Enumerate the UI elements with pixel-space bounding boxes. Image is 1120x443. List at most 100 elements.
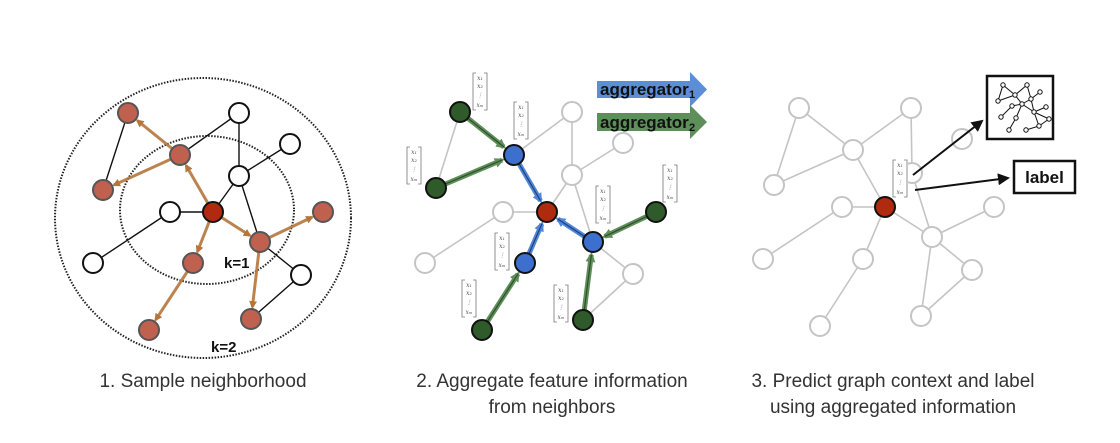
mini-graph-node	[1013, 115, 1019, 121]
sampled-node	[138, 319, 160, 341]
vector-entry: x₁	[897, 162, 903, 169]
faded-node	[752, 248, 774, 270]
mini-graph-node	[1031, 109, 1037, 115]
faded-node	[561, 101, 583, 123]
faded-edge	[435, 111, 461, 189]
output-label: label	[1025, 168, 1064, 187]
unsampled-node	[228, 165, 250, 187]
vector-entry: x₁	[477, 75, 483, 82]
faded-edge	[571, 174, 594, 243]
vector-entry: ⋮	[466, 299, 472, 306]
vector-entry: x₂	[897, 170, 903, 177]
k2-boundary	[54, 77, 352, 359]
graph-edge	[179, 112, 240, 156]
mini-graph-node	[1000, 82, 1006, 88]
sampled-node	[312, 201, 334, 223]
faded-node	[983, 196, 1005, 218]
faded-edge	[582, 273, 634, 321]
vector-background	[892, 160, 908, 198]
unsampled-node	[82, 252, 104, 274]
faded-edge	[931, 206, 995, 238]
vector-entry: xₘ	[465, 309, 472, 316]
panel2-caption-line2: from neighbors	[489, 397, 616, 418]
faded-edge	[513, 111, 573, 156]
faded-edge	[798, 107, 854, 151]
panel2-caption-line1: 2. Aggregate feature information	[416, 371, 687, 392]
vector-entry: ⋮	[518, 121, 524, 128]
sampled-edge-arrow	[154, 262, 195, 322]
panel-sample-neighborhood: k=1 k=2 1. Sample neighborhood	[54, 77, 352, 392]
vector-entry: x₁	[499, 235, 505, 242]
vector-entry: xₘ	[410, 176, 417, 183]
vector-entry: xₘ	[896, 189, 903, 196]
vector-entry: x₂	[518, 112, 524, 119]
panel1-nodes	[82, 102, 334, 341]
vector-entry: x₂	[477, 83, 483, 90]
sampled-node	[92, 179, 114, 201]
k2-label: k=2	[211, 339, 236, 356]
panel2-nodes	[414, 101, 667, 341]
aggregator1-arrow: aggregator 1	[597, 72, 707, 107]
faded-node	[842, 139, 864, 161]
target-node	[202, 201, 224, 223]
vector-entry: xₘ	[498, 262, 505, 269]
faded-node	[961, 259, 983, 281]
label-box: label	[1012, 159, 1077, 195]
faded-node	[414, 252, 436, 274]
unsampled-node	[228, 102, 250, 124]
mini-graph-node	[1009, 103, 1015, 109]
vector-entry: ⋮	[600, 205, 606, 212]
vector-entry: x₂	[499, 243, 505, 250]
k1-label: k=1	[224, 255, 249, 272]
vector-entry: x₁	[466, 282, 472, 289]
unsampled-node	[159, 201, 181, 223]
hop2-neighbor-node	[471, 319, 493, 341]
mini-graph-node	[1036, 123, 1042, 129]
mini-graph-node	[1028, 96, 1034, 102]
faded-node	[921, 226, 943, 248]
mini-graph-node	[1037, 89, 1043, 95]
vector-entry: x₂	[667, 175, 673, 182]
aggregator2-edge-core	[481, 273, 519, 331]
vector-entry: x₁	[600, 188, 606, 195]
panel3-caption-line1: 3. Predict graph context and label	[751, 371, 1034, 392]
mini-graph-node	[1043, 104, 1049, 110]
mini-graph-edge	[1033, 111, 1050, 120]
vector-entry: x₁	[558, 287, 564, 294]
faded-node	[910, 305, 932, 327]
vector-entry: x₂	[600, 196, 606, 203]
sampled-node	[117, 102, 139, 124]
vector-entry: x₂	[466, 290, 472, 297]
vector-entry: xₘ	[476, 102, 483, 109]
vector-entry: x₂	[411, 157, 417, 164]
faded-node	[788, 97, 810, 119]
vector-entry: ⋮	[411, 166, 417, 173]
aggregator2-label: aggregator	[600, 113, 689, 132]
sampled-node	[240, 308, 262, 330]
vector-entry: x₂	[558, 295, 564, 302]
hop2-neighbor-node	[572, 309, 594, 331]
faded-edge	[773, 107, 800, 186]
hop2-neighbor-node	[425, 177, 447, 199]
faded-node	[622, 263, 644, 285]
mini-graph-node	[1006, 127, 1012, 133]
aggregator2-edge-core	[435, 159, 503, 189]
vector-entry: ⋮	[667, 184, 673, 191]
aggregator2-subscript: 2	[689, 122, 695, 134]
faded-node	[831, 196, 853, 218]
faded-edge	[920, 236, 933, 317]
hop1-neighbor-node	[503, 144, 525, 166]
faded-edge	[819, 258, 864, 327]
panel3-caption-line2: using aggregated information	[770, 397, 1016, 418]
sampled-node	[182, 252, 204, 274]
aggregator2-arrow: aggregator 2	[597, 105, 707, 139]
mini-graph-edge	[997, 84, 1004, 102]
vector-entry: xₘ	[666, 194, 673, 201]
